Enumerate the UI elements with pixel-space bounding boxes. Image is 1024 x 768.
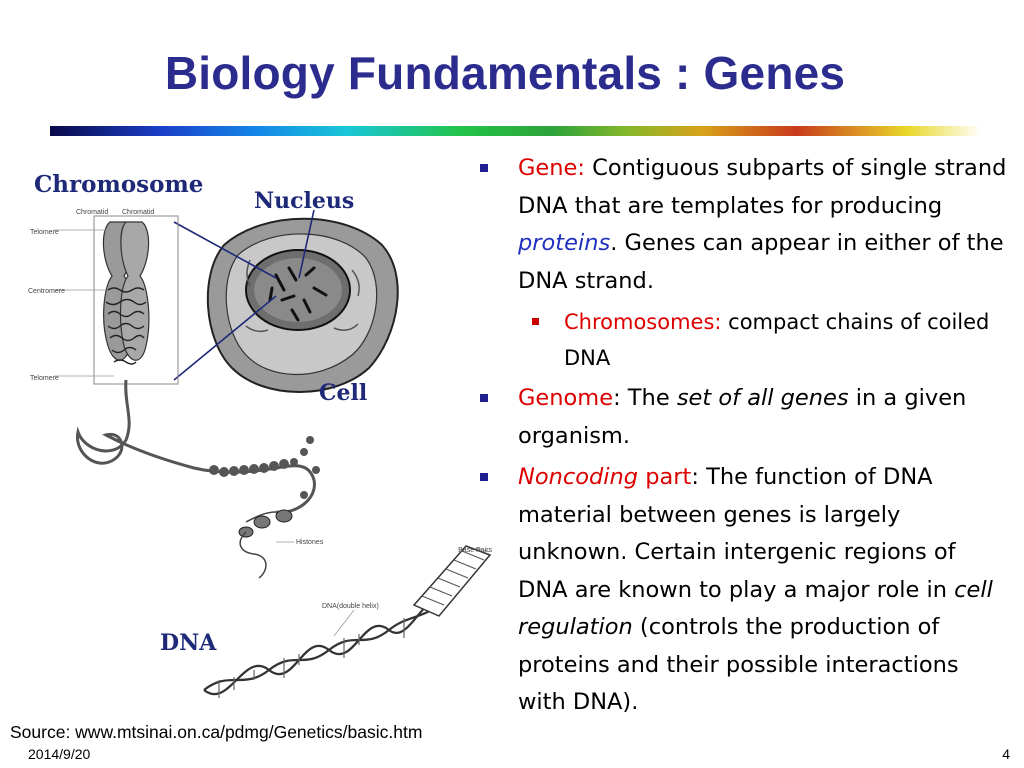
label-chromosome: Chromosome bbox=[34, 171, 203, 198]
label-chromatid-2: Chromatid bbox=[122, 209, 154, 216]
label-dna-double-helix: DNA(double helix) bbox=[322, 603, 379, 610]
label-nucleus: Nucleus bbox=[254, 188, 354, 214]
bullet-genome: Genome: The set of all genes in a given … bbox=[480, 380, 1010, 455]
title-gradient-rule bbox=[50, 126, 982, 136]
term-gene: Gene: bbox=[518, 155, 585, 181]
label-chromatid-1: Chromatid bbox=[76, 209, 108, 216]
gene-text-1: Contiguous subparts of single strand DNA… bbox=[518, 155, 1007, 219]
sub-bullet-marker bbox=[532, 318, 539, 325]
slide-title: Biology Fundamentals : Genes bbox=[164, 47, 846, 99]
histones-drawing bbox=[238, 509, 293, 579]
label-centromere: Centromere bbox=[28, 288, 65, 295]
bullet-noncoding: Noncoding part: The function of DNA mate… bbox=[480, 459, 1010, 722]
label-telomere-bottom: Telomere bbox=[30, 375, 59, 382]
label-base-pairs: Base Pairs bbox=[458, 547, 492, 554]
slide-date: 2014/9/20 bbox=[28, 746, 91, 762]
label-cell: Cell bbox=[319, 380, 367, 406]
emph-set-of-all-genes: set of all genes bbox=[676, 385, 849, 411]
source-citation: Source: www.mtsinai.on.ca/pdmg/Genetics/… bbox=[10, 722, 423, 742]
page-number: 4 bbox=[1002, 746, 1010, 762]
chromosomes-text: compact chains of coiled DNA bbox=[564, 310, 990, 370]
bullet-marker bbox=[480, 473, 488, 481]
chromosome-cell-dna-illustration: Chromosome Nucleus Cell DNA Chromatid Ch… bbox=[28, 171, 492, 698]
term-chromosomes: Chromosomes: bbox=[564, 310, 722, 334]
gene-text-2: . Genes can appear in either of the DNA … bbox=[518, 230, 1004, 294]
sub-bullet-chromosomes: Chromosomes: compact chains of coiled DN… bbox=[480, 304, 1010, 376]
term-part: part bbox=[638, 464, 692, 490]
dna-helix-drawing bbox=[203, 545, 492, 698]
term-noncoding: Noncoding bbox=[518, 464, 639, 490]
bullet-list: Gene: Contiguous subparts of single stra… bbox=[480, 150, 1010, 726]
label-dna: DNA bbox=[160, 630, 217, 656]
pointer-lines bbox=[173, 209, 315, 381]
cell-diagram bbox=[206, 217, 399, 393]
genome-text-2: in a given organism. bbox=[518, 385, 967, 449]
solenoid-beads bbox=[209, 436, 320, 499]
bullet-marker bbox=[480, 164, 488, 172]
emph-proteins: proteins bbox=[518, 230, 611, 256]
noncoding-text-2: (controls the production of proteins and… bbox=[518, 614, 959, 715]
genome-text-1: : The bbox=[613, 385, 677, 411]
noncoding-text-1: : The function of DNA material between g… bbox=[518, 464, 956, 603]
term-genome: Genome bbox=[518, 385, 614, 411]
chromosome-drawing bbox=[54, 215, 179, 385]
bullet-marker bbox=[480, 394, 488, 402]
bullet-gene: Gene: Contiguous subparts of single stra… bbox=[480, 150, 1010, 300]
emph-cell-regulation: cell regulation bbox=[518, 576, 993, 641]
label-telomere-top: Telomere bbox=[30, 229, 59, 236]
label-histones: Histones bbox=[296, 539, 324, 546]
